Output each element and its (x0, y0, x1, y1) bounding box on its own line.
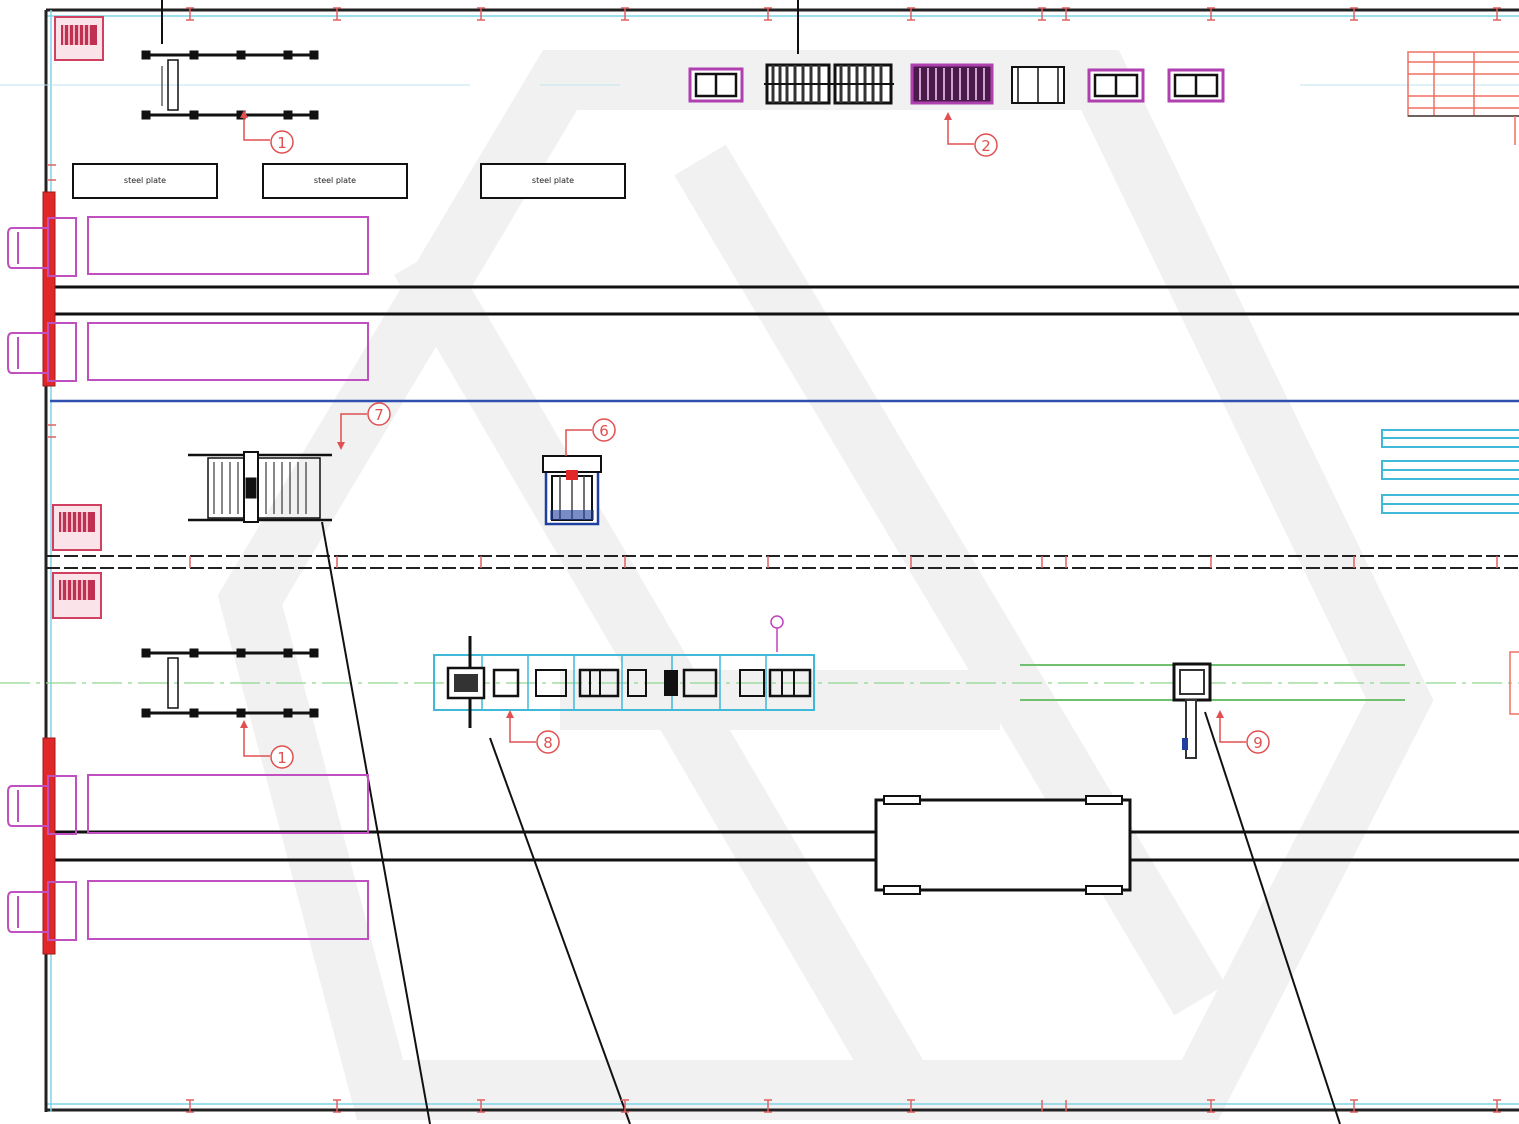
callout-1-top: 1 (240, 110, 294, 154)
machine-9 (1172, 662, 1212, 759)
steel-plate-1: steel plate (72, 163, 218, 199)
callout-1-bottom-label: 1 (277, 749, 287, 767)
callout-6: 6 (565, 418, 616, 456)
truck-2 (7, 322, 369, 382)
callout-8: 8 (506, 710, 560, 754)
roll-forming-line-top (688, 63, 1225, 105)
column-markers (48, 7, 1501, 1113)
truck-4 (7, 880, 369, 941)
decoiler-machine-top (141, 50, 319, 120)
electrical-cabinet-top (54, 16, 104, 61)
decoiler-machine-bottom (141, 648, 319, 718)
loading-dock-upper (42, 191, 56, 387)
callout-2: 2 (944, 112, 998, 157)
cyan-conveyors-right (1381, 429, 1519, 514)
steel-plate-2: steel plate (262, 163, 408, 199)
machine-6 (542, 455, 602, 526)
callout-1-top-label: 1 (277, 134, 287, 152)
stacking-table-top-right (1407, 51, 1519, 145)
callout-1-bottom: 1 (240, 720, 294, 769)
steel-plate-1-label: steel plate (124, 176, 166, 185)
electrical-cabinet-lower (52, 572, 102, 619)
transfer-cart (874, 795, 1132, 895)
callout-9-label: 9 (1253, 734, 1263, 752)
green-runout-rails (1020, 664, 1405, 701)
callout-7-label: 7 (374, 406, 384, 424)
steel-plate-3: steel plate (480, 163, 626, 199)
callout-7: 7 (337, 402, 391, 450)
electrical-cabinet-middle (52, 504, 102, 551)
machine-7 (188, 451, 332, 523)
watermark-logo (217, 50, 1434, 1120)
callout-9: 9 (1216, 710, 1270, 754)
callout-6-label: 6 (599, 422, 609, 440)
roll-forming-line-8 (433, 636, 815, 728)
stacking-table-lower-right (1509, 651, 1519, 715)
loading-dock-lower (42, 737, 56, 955)
truck-1 (7, 216, 369, 277)
marker-pin (770, 615, 784, 652)
steel-plate-3-label: steel plate (532, 176, 574, 185)
steel-plate-2-label: steel plate (314, 176, 356, 185)
truck-3 (7, 774, 369, 835)
callout-8-label: 8 (543, 734, 553, 752)
callout-2-label: 2 (981, 137, 991, 155)
